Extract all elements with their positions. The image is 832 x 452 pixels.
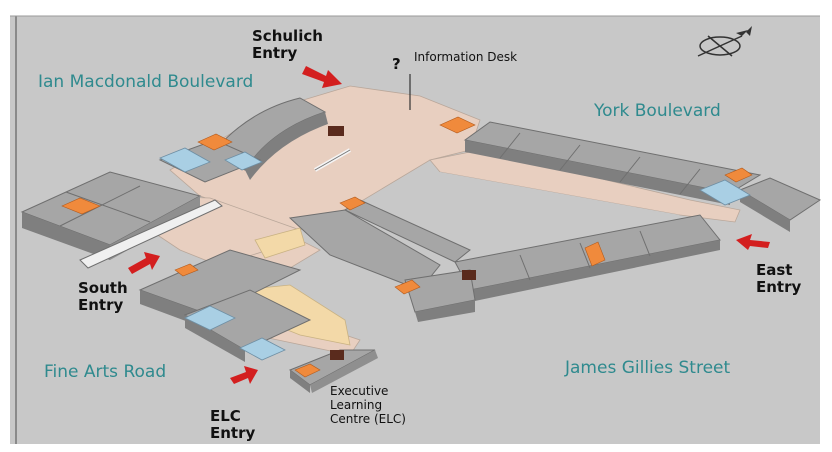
elevator-icon [328,126,476,360]
street-ian-macdonald-boulevard: Ian Macdonald Boulevard [38,72,254,92]
entry-arrow-icon [128,66,770,384]
executive-learning-centre-label: Executive Learning Centre (ELC) [330,384,406,426]
schulich-entry-label: Schulich Entry [252,27,323,62]
elc-entry-label: ELC Entry [210,407,256,442]
street-fine-arts-road: Fine Arts Road [44,362,167,382]
washroom-icon [159,147,751,361]
compass-icon [697,26,752,57]
stairs-icon [61,116,753,378]
south-entry-label: South Entry [78,279,128,314]
street-james-gillies-street: James Gillies Street [565,358,731,378]
east-entry-label: East Entry [756,261,802,296]
street-york-boulevard: York Boulevard [594,101,721,121]
information-desk-label: Information Desk [414,50,518,64]
information-desk-icon: ? [392,55,401,73]
